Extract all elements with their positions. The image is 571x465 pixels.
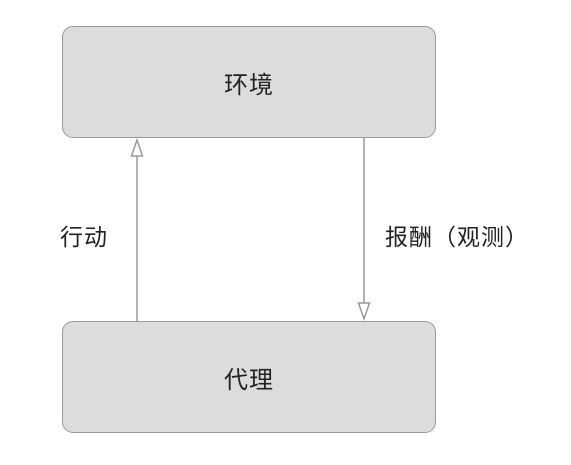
agent-label: 代理 — [224, 365, 274, 394]
reward-edge-label: 报酬（观测） — [385, 225, 529, 251]
environment-label: 环境 — [224, 70, 274, 99]
reward-arrow — [357, 138, 371, 322]
action-arrow — [130, 137, 144, 321]
environment-node: 环境 — [62, 26, 436, 138]
action-edge-label: 行动 — [60, 225, 108, 251]
agent-node: 代理 — [62, 321, 436, 433]
